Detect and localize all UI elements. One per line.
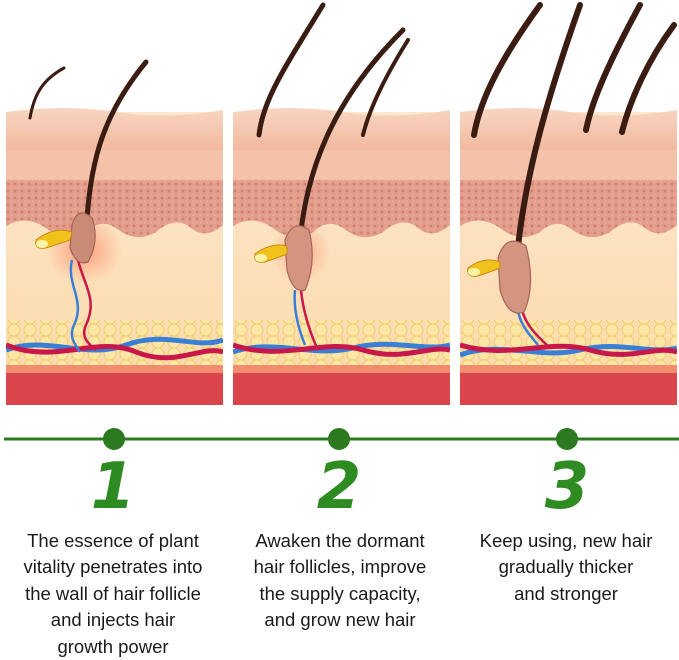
step-number-1: 1 (90, 450, 136, 524)
skin-cross-section-stage-1 (6, 0, 223, 405)
step-description-3: Keep using, new hair gradually thicker a… (479, 530, 653, 604)
timeline-dot-3 (556, 428, 578, 450)
timeline-dot-1 (103, 428, 125, 450)
timeline-dot-2 (328, 428, 350, 450)
step-number-2: 2 (316, 450, 362, 524)
skin-cross-section-stage-2 (233, 0, 450, 405)
step-description-2: Awaken the dormant hair follicles, impro… (253, 530, 427, 631)
step-description-1: The essence of plant vitality penetrates… (23, 530, 203, 657)
skin-cross-section-stage-3 (460, 0, 677, 405)
progress-timeline (0, 425, 679, 453)
step-number-3: 3 (544, 450, 590, 524)
